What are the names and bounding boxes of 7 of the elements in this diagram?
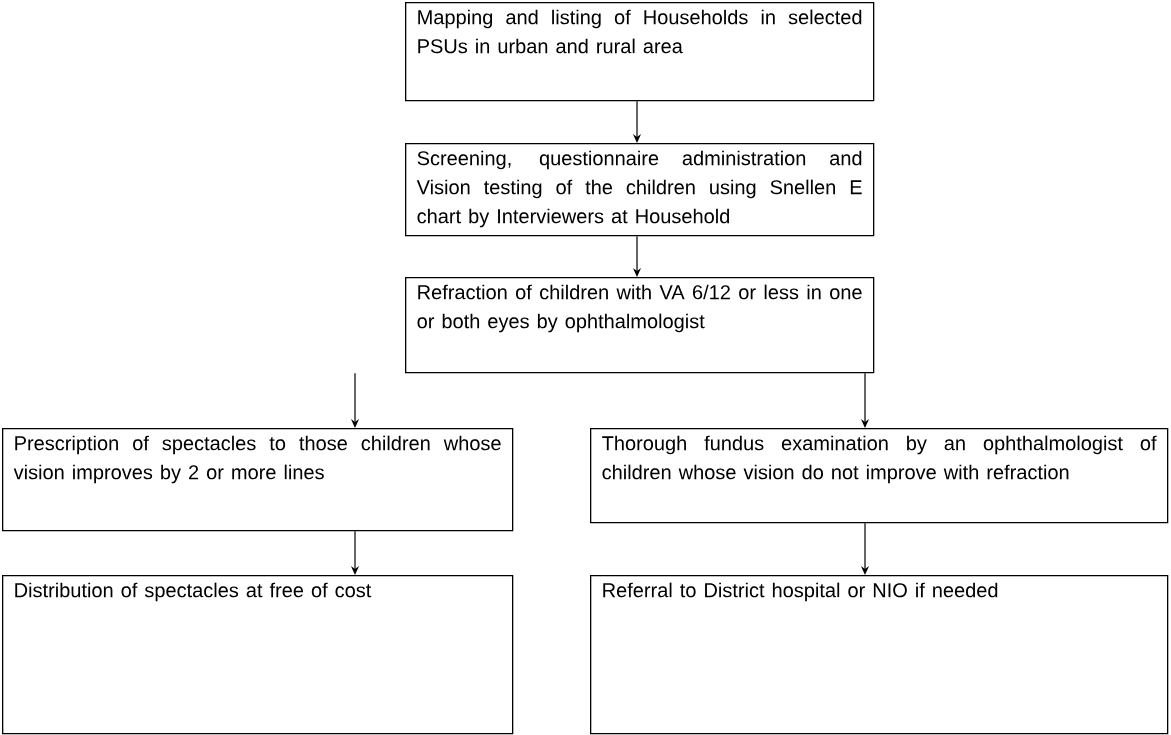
process-box: Referral to District hospital or NIO if needed (590, 575, 1169, 735)
process-box: Distribution of spectacles at free of cost (2, 575, 514, 735)
process-box: Screening, questionnaire administration and Vision testing of the children using Snellen E chart by Interviewers at Household (405, 143, 875, 237)
process-box: Thorough fundus examination by an ophthalmologist of children whose vision do not improve with refraction (590, 428, 1169, 524)
process-box: Refraction of children with VA 6/12 or less in one or both eyes by ophthalmologist (405, 277, 875, 374)
process-box: Mapping and listing of Households in selected PSUs in urban and rural area (405, 2, 875, 102)
process-box: Prescription of spectacles to those children whose vision improves by 2 or more lines (2, 428, 514, 532)
